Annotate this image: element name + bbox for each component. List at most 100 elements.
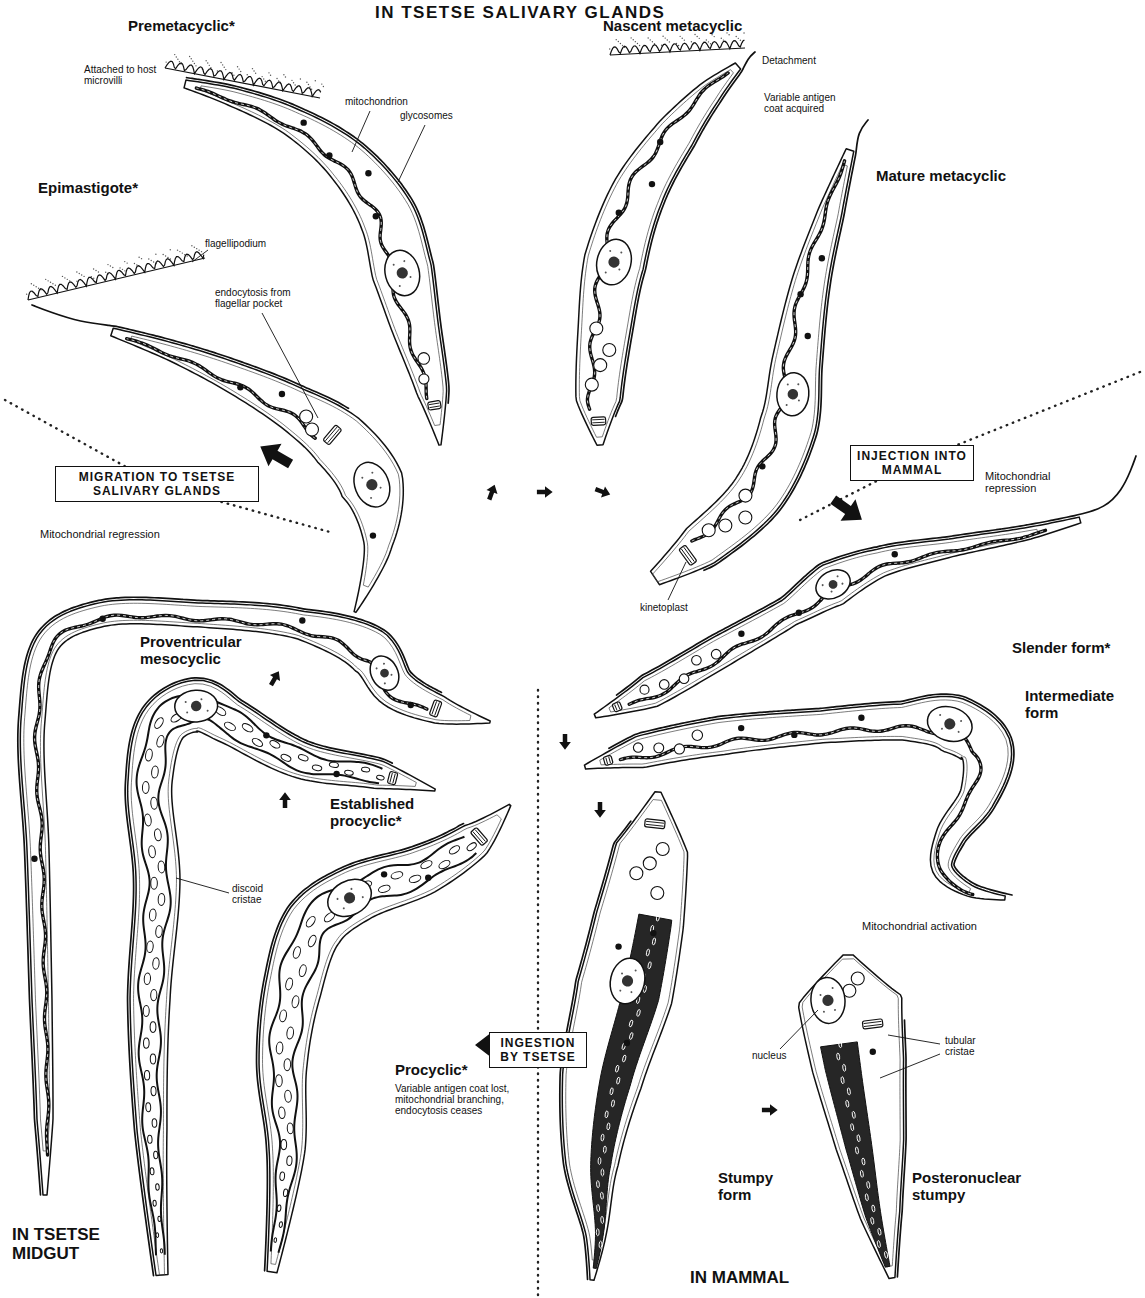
stipple (167, 257, 168, 258)
tubular-crista (862, 1158, 866, 1165)
nucleolus (822, 994, 834, 1006)
glycosome (615, 943, 621, 949)
vacuole (656, 842, 669, 855)
chromatin (207, 710, 209, 712)
stipple (616, 39, 617, 40)
flagellipodium-membrane (28, 258, 205, 300)
chromatin (403, 260, 405, 262)
tubular-crista (866, 1181, 870, 1188)
glycosome (99, 616, 105, 622)
discoid-crista (147, 1135, 152, 1143)
stipple (95, 270, 96, 271)
chromatin (350, 888, 353, 891)
flagellum (32, 305, 348, 408)
kinetoplast (387, 771, 398, 785)
kinetoplast-stripe (617, 703, 619, 709)
stipple (45, 279, 46, 280)
transition-box: INGESTION BY TSETSE (489, 1032, 587, 1068)
nuclear-envelope (321, 872, 378, 924)
premetacyclic-cell (184, 78, 449, 445)
stage-name: Stumpy form (718, 1170, 790, 1204)
annotation: Mitochondrial regression (40, 528, 160, 540)
nucleus (365, 651, 405, 695)
tubular-crista (857, 1135, 861, 1142)
chromatin (620, 251, 622, 253)
discoid-crista (153, 1151, 158, 1159)
transition-box: MIGRATION TO TSETSE SALIVARY GLANDS (55, 466, 259, 502)
kinetoplast-stripe (429, 406, 439, 408)
mitochondrion-cristae (629, 530, 1045, 704)
vacuole (640, 685, 649, 694)
discoid-crista (251, 737, 264, 748)
cell-body (259, 804, 511, 1272)
chromatin (390, 673, 393, 676)
nucleus (380, 246, 424, 299)
kinetoplast-body (428, 400, 442, 410)
structure-label: kinetoplast (640, 602, 688, 613)
vacuole (651, 887, 664, 900)
discoid-crista (143, 1005, 149, 1016)
flagellum (257, 824, 464, 1271)
nucleolus (342, 890, 357, 905)
nucleus (348, 457, 397, 512)
mitochondrion (196, 88, 426, 398)
stipple (179, 61, 180, 62)
stipple (195, 65, 196, 66)
stipple (124, 261, 125, 262)
stipple (194, 63, 195, 64)
tubular-crista (598, 1157, 601, 1164)
discoid-crista (277, 1205, 281, 1212)
chromatin (836, 575, 839, 578)
mitochondrion (821, 1042, 890, 1267)
discoid-crista (146, 941, 153, 953)
tubular-crista (841, 1077, 845, 1084)
tubular-crista (601, 1216, 604, 1223)
discoid-crista (448, 844, 461, 855)
kinetoplast (644, 819, 665, 829)
kinetoplast (470, 827, 488, 846)
epimastigote-cell (32, 305, 403, 612)
chromatin (200, 698, 202, 700)
stipple (33, 285, 34, 286)
stipple (38, 288, 39, 289)
nucleus (592, 236, 636, 289)
glycosome (326, 152, 332, 158)
cell-body (651, 149, 854, 585)
discoid-crista (305, 915, 317, 929)
stipple (194, 246, 195, 247)
leader-line (352, 111, 370, 152)
tubular-crista (852, 1111, 856, 1118)
chromatin (399, 285, 401, 287)
kinetoplast-body (323, 425, 342, 445)
stipple (268, 72, 269, 73)
transition-arrow (826, 489, 870, 530)
mitochondrion (692, 161, 845, 541)
kinetoplast-stripe (473, 832, 483, 844)
nucleolus (827, 578, 839, 590)
glycosome (373, 213, 379, 219)
glycosome (425, 875, 431, 881)
stipple (105, 272, 106, 273)
stipple (261, 76, 262, 77)
nuclear-envelope (348, 457, 397, 512)
structure-label: endocytosis from flagellar pocket (215, 287, 305, 309)
leader-line (880, 1054, 940, 1078)
discoid-crista (223, 721, 237, 733)
stipple (691, 41, 692, 42)
transition-text: INJECTION INTO MAMMAL (857, 449, 967, 477)
vacuole (305, 423, 318, 436)
vacuole (692, 730, 702, 740)
cell-body (584, 696, 1011, 900)
kinetoplast-stripe (646, 824, 664, 826)
stage-arrow (537, 486, 553, 498)
glycosome (381, 871, 387, 877)
discoid-crista (150, 1168, 154, 1175)
glycosome (333, 771, 339, 777)
stipple (162, 254, 163, 255)
stipple (177, 249, 178, 250)
vacuole (418, 353, 430, 365)
stipple (191, 58, 192, 59)
stipple (736, 36, 737, 37)
flagellum (125, 678, 392, 1276)
structure-label: flagellipodium (205, 238, 266, 249)
